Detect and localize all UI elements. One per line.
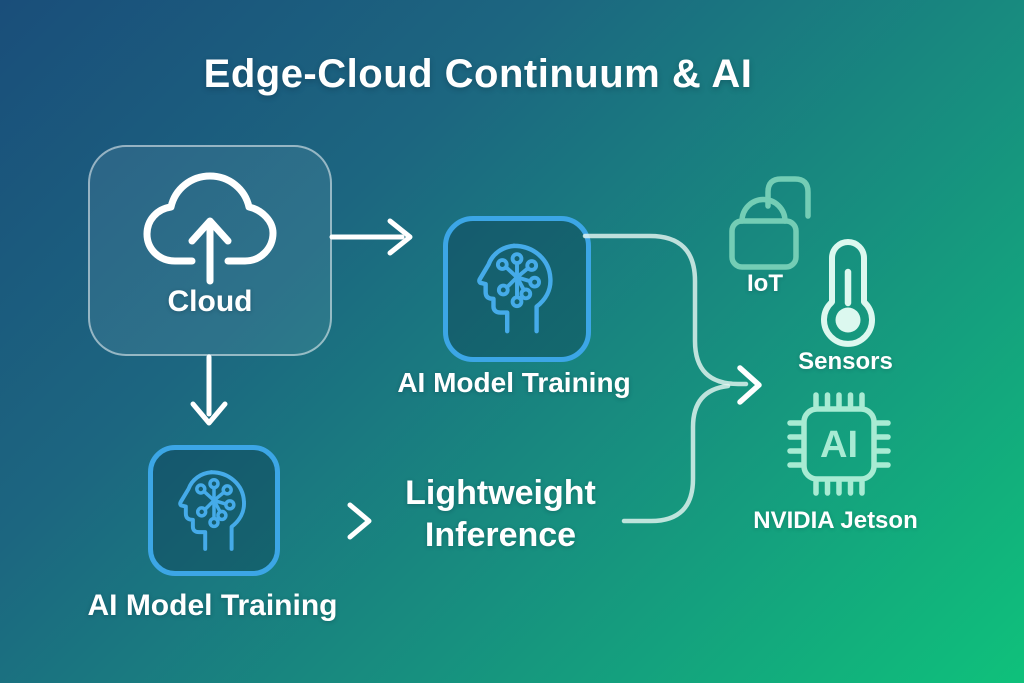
ai-model-training-bottom-node — [148, 445, 280, 576]
arrow-training-to-inference — [296, 502, 372, 540]
cloud-node: Cloud — [88, 145, 332, 356]
inference-line-2: Inference — [424, 516, 577, 554]
chip-ai-text: AI — [820, 424, 858, 466]
thermometer-icon — [821, 239, 875, 347]
ai-brain-head-icon — [178, 469, 246, 551]
iot-device-icon — [729, 176, 811, 270]
lightweight-inference-label: Lightweight Inference — [378, 472, 623, 556]
nvidia-jetson-label: NVIDIA Jetson — [753, 507, 918, 534]
inference-line-1: Lightweight — [405, 474, 596, 512]
arrow-cloud-to-training — [329, 218, 413, 256]
ai-chip-icon: AI — [787, 392, 891, 496]
connector-merge-arrowhead — [737, 365, 762, 405]
ai-model-training-top-label: AI Model Training — [397, 367, 631, 398]
cloud-label: Cloud — [167, 285, 253, 318]
ai-model-training-bottom-label: AI Model Training — [87, 589, 338, 622]
iot-label: IoT — [747, 270, 783, 297]
ai-model-training-top-node — [443, 216, 591, 362]
cloud-upload-icon — [143, 172, 277, 285]
sensors-label: Sensors — [798, 348, 893, 375]
arrow-cloud-down — [190, 354, 228, 426]
page-title: Edge-Cloud Continuum & AI — [203, 52, 753, 96]
ai-brain-head-icon — [477, 243, 553, 334]
